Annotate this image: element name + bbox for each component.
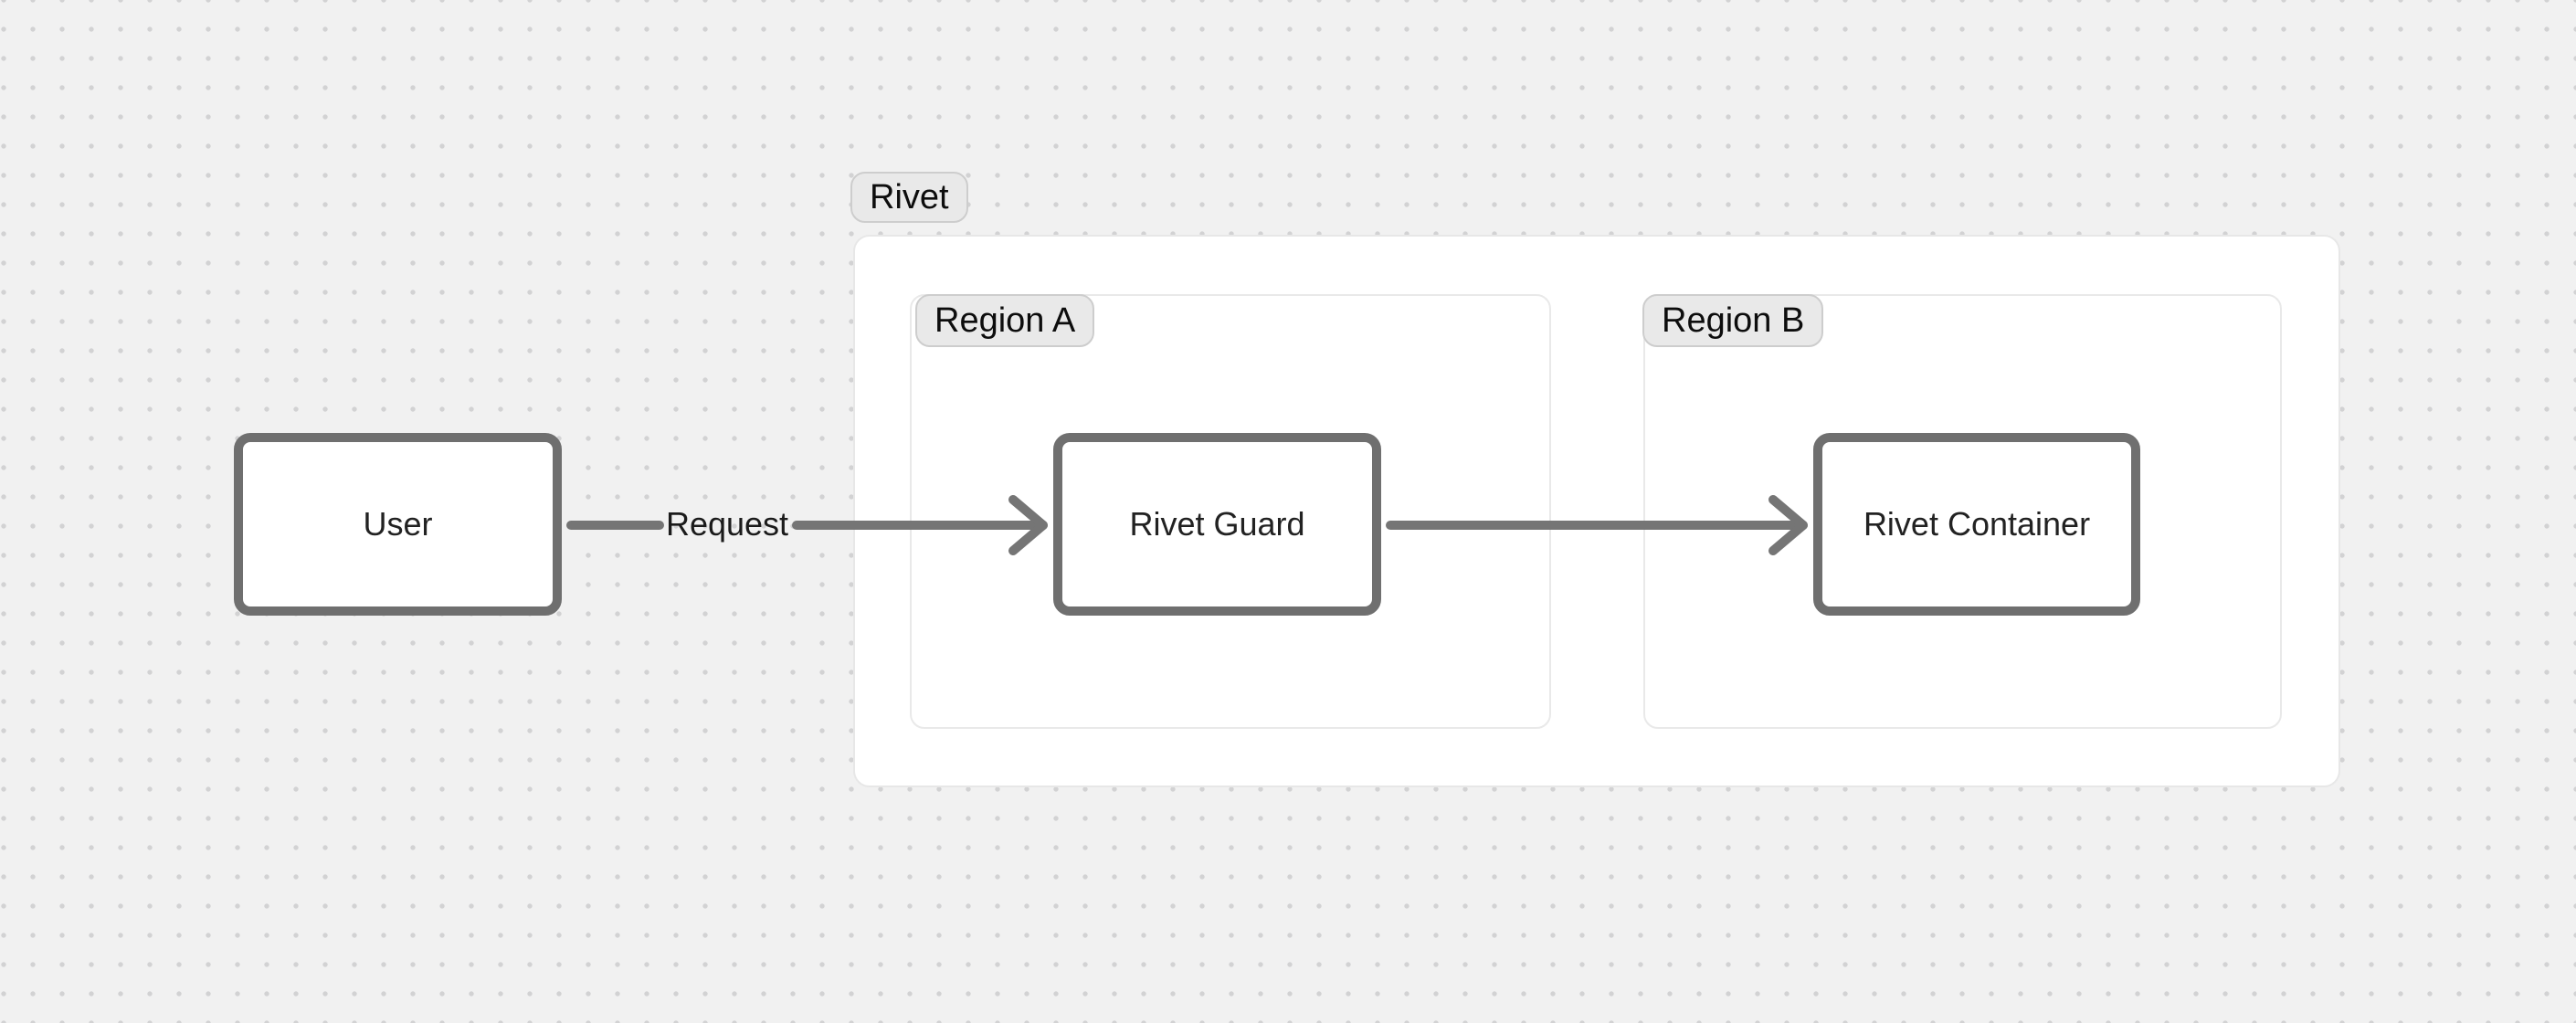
region-label-a-text: Region A (934, 301, 1076, 340)
group-label-rivet: Rivet (850, 172, 968, 223)
node-user: User (234, 433, 562, 616)
node-user-label: User (363, 505, 433, 543)
region-label-b: Region B (1642, 294, 1824, 347)
node-rivet-container-label: Rivet Container (1863, 505, 2091, 543)
edge-label-request-text: Request (665, 505, 789, 543)
edge-label-request: Request (666, 505, 788, 543)
node-rivet-guard-label: Rivet Guard (1129, 505, 1305, 543)
region-label-b-text: Region B (1662, 301, 1805, 340)
node-rivet-guard: Rivet Guard (1053, 433, 1381, 616)
group-label-rivet-text: Rivet (870, 178, 949, 216)
region-label-a: Region A (915, 294, 1095, 347)
node-rivet-container: Rivet Container (1813, 433, 2140, 616)
